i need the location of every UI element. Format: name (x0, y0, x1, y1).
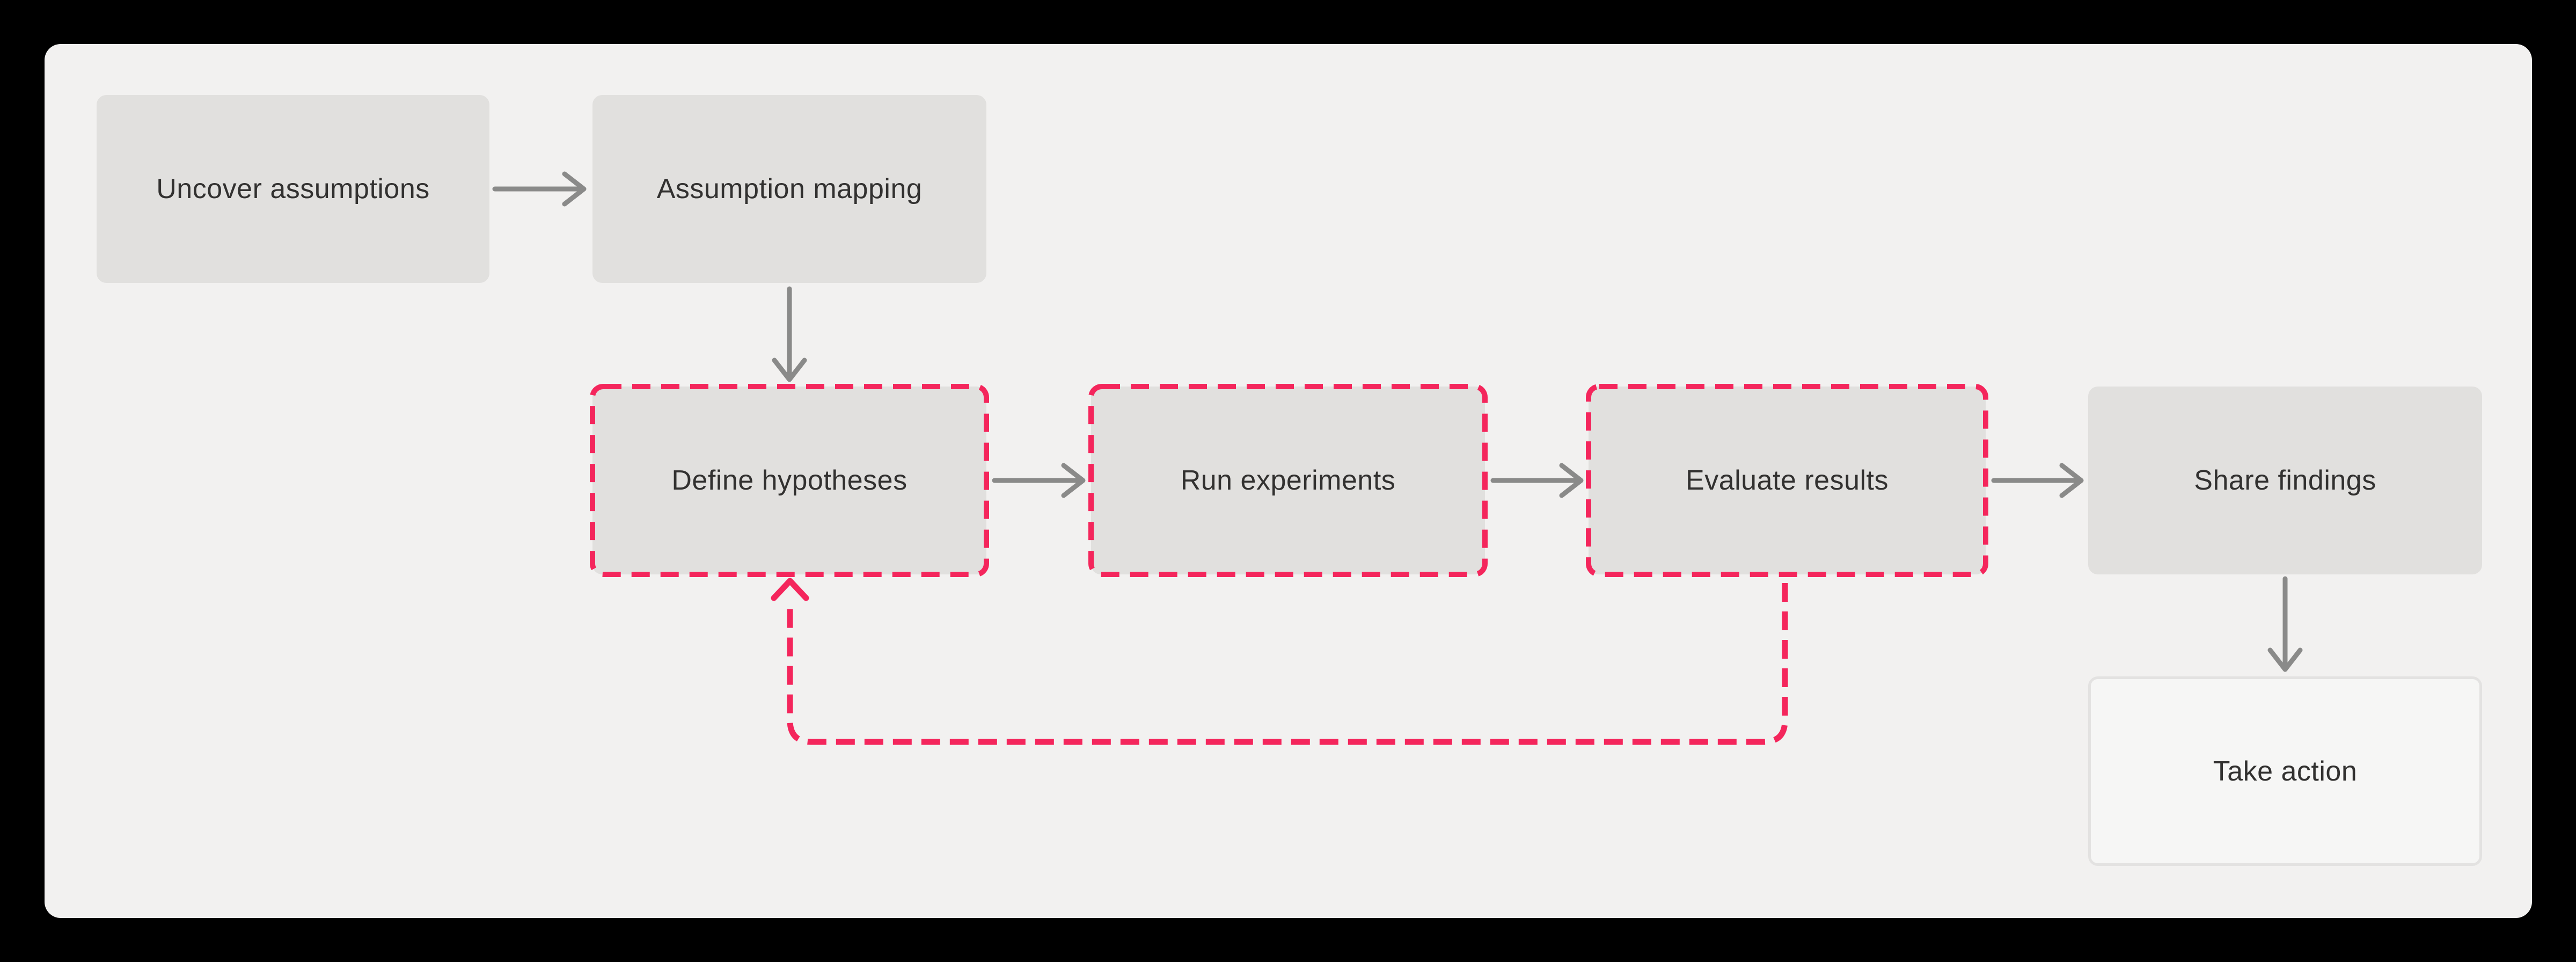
node-evaluate-results[interactable]: Evaluate results (1589, 387, 1986, 574)
node-uncover-assumptions[interactable]: Uncover assumptions (97, 95, 489, 283)
node-label: Assumption mapping (656, 173, 923, 205)
node-label: Evaluate results (1686, 465, 1889, 496)
node-label: Share findings (2194, 465, 2376, 496)
node-label: Run experiments (1180, 465, 1396, 496)
node-run-experiments[interactable]: Run experiments (1091, 387, 1485, 574)
node-assumption-mapping[interactable]: Assumption mapping (592, 95, 986, 283)
node-define-hypotheses[interactable]: Define hypotheses (592, 387, 986, 574)
node-label: Uncover assumptions (156, 173, 430, 205)
node-take-action[interactable]: Take action (2088, 676, 2482, 866)
node-share-findings[interactable]: Share findings (2088, 387, 2482, 574)
node-label: Take action (2213, 755, 2358, 787)
node-label: Define hypotheses (671, 465, 908, 496)
